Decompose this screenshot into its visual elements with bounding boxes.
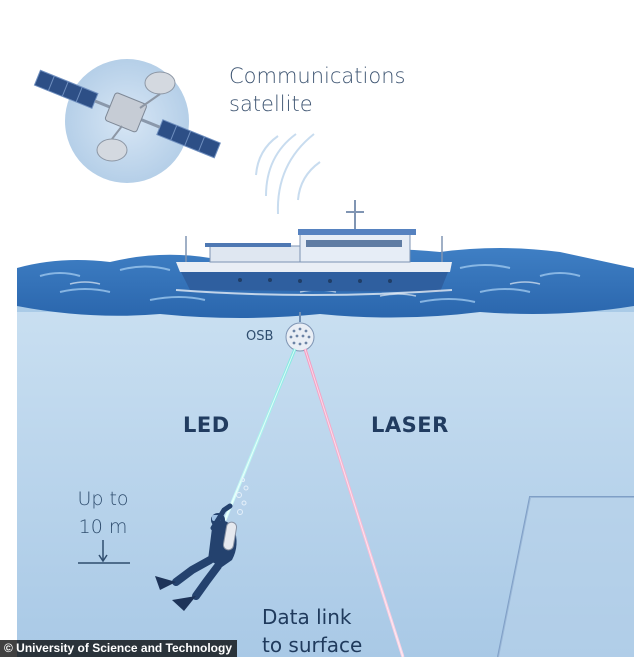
- laser-beam: [303, 348, 405, 657]
- satellite-label-line1: Communications: [229, 64, 406, 88]
- signal-waves: [255, 133, 321, 215]
- diver: [155, 503, 238, 611]
- satellite-label-line2: satellite: [229, 92, 313, 116]
- depth-marker: [78, 540, 130, 564]
- satellite-label: Communications satellite: [229, 62, 405, 118]
- led-beam: [223, 348, 297, 521]
- data-link-label: Data link to surface: [262, 603, 362, 659]
- bubbles: [236, 478, 249, 515]
- seabed-ledge: [497, 496, 634, 657]
- depth-label: Up to 10 m: [63, 485, 143, 541]
- depth-label-line2: 10 m: [78, 516, 128, 538]
- data-link-label-line1: Data link: [262, 605, 352, 629]
- osb-label: OSB: [246, 329, 274, 344]
- laser-label: LASER: [371, 413, 449, 437]
- osb-buoy: [285, 312, 315, 352]
- led-label: LED: [183, 413, 230, 437]
- boat: [175, 200, 453, 296]
- image-credit: © University of Science and Technology: [0, 640, 238, 657]
- depth-label-line1: Up to: [77, 488, 129, 510]
- satellite-illustration: [33, 59, 221, 183]
- data-link-label-line2: to surface: [262, 633, 363, 657]
